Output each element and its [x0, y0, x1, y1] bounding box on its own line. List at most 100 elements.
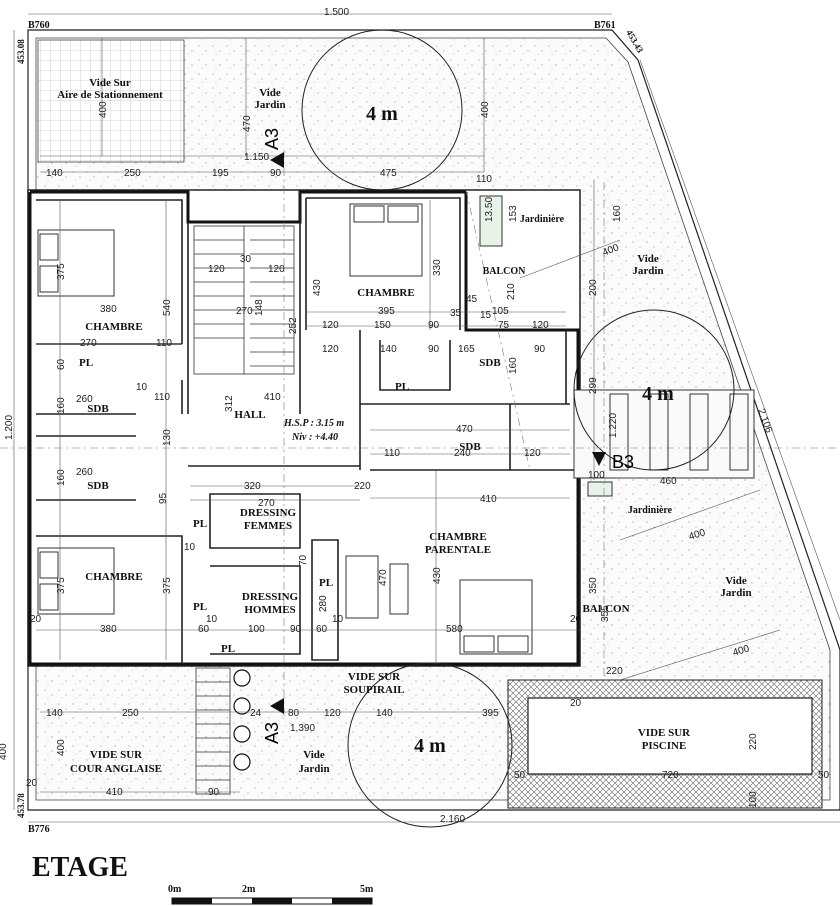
scale-5: 5m: [360, 884, 374, 895]
parking-area: [37, 39, 185, 163]
exterior-stair: [195, 667, 231, 795]
dim-60-b: 60: [316, 624, 328, 635]
dim-90-c: 90: [290, 624, 302, 635]
dim-270-c: 270: [258, 498, 275, 509]
room-sdb-4: SDB: [459, 441, 481, 453]
dim-430-a: 430: [312, 279, 323, 296]
dim-312: 312: [224, 395, 235, 412]
dim-140-b: 140: [46, 708, 63, 719]
room-balcon-1: BALCON: [483, 266, 527, 277]
dim-470-c: 470: [378, 569, 389, 586]
dim-bottom-total: 2.160: [440, 814, 465, 825]
room-vide-jardin-top-2: Jardin: [254, 99, 285, 111]
dim-375-b: 375: [56, 577, 67, 594]
dim-580: 580: [446, 624, 463, 635]
dim-lower-span: 1.390: [290, 723, 315, 734]
dim-410-b: 410: [480, 494, 497, 505]
room-dressing-hommes-2: HOMMES: [244, 604, 295, 616]
dimension-labels: 1.500 2.160 2.106 1.200 1.150 1.390 140 …: [0, 7, 830, 825]
room-vide-soupirail-2: SOUPIRAIL: [343, 684, 404, 696]
dim-70: 70: [298, 554, 309, 566]
dim-30: 30: [240, 254, 252, 265]
section-a3-top: A3: [262, 128, 282, 150]
dim-400-diag-b: 400: [688, 527, 708, 543]
room-pl-2: PL: [395, 381, 409, 393]
room-sdb-1: SDB: [87, 403, 109, 415]
room-pl-4: PL: [193, 601, 207, 613]
level-left-top: 453.08: [16, 39, 26, 64]
dim-240: 240: [454, 448, 471, 459]
room-jardiniere-2: Jardinière: [628, 505, 673, 516]
dim-60-c: 60: [56, 358, 67, 370]
room-pl-6: PL: [319, 577, 333, 589]
dim-1350: 13.50: [484, 197, 495, 222]
dim-100-b: 100: [588, 470, 605, 481]
dim-400-top: 400: [480, 101, 491, 118]
dim-720: 720: [662, 770, 679, 781]
dim-540: 540: [162, 299, 173, 316]
scale-0: 0m: [168, 884, 182, 895]
room-vide-jardin-right-2: Jardin: [632, 265, 663, 277]
dim-24: 24: [250, 708, 262, 719]
level-left-bottom: 453.78: [16, 793, 26, 818]
dim-50-a: 50: [514, 770, 526, 781]
dim-148: 148: [254, 299, 265, 316]
dim-160-a: 160: [56, 397, 67, 414]
room-chambre-3: CHAMBRE: [357, 287, 414, 299]
marker-b761: B761: [594, 20, 616, 31]
room-vide-stationnement-1: Vide Sur: [89, 77, 131, 89]
pool: [527, 697, 813, 775]
level-right-top: 453.43: [624, 28, 645, 55]
room-chambre-parentale-2: PARENTALE: [425, 544, 491, 556]
room-vide-piscine-2: PISCINE: [642, 740, 687, 752]
dim-110-a: 110: [156, 338, 172, 349]
room-vide-jardin-bottom-1: Vide: [303, 749, 325, 761]
dim-upper-span: 1.150: [244, 152, 269, 163]
dim-100-a: 100: [248, 624, 265, 635]
dim-210: 210: [506, 283, 517, 300]
marker-b760: B760: [28, 20, 50, 31]
dim-120-b: 120: [268, 264, 285, 275]
room-niv: Niv : +4.40: [291, 432, 338, 443]
dim-35: 35: [450, 308, 462, 319]
circle-label-top: 4 m: [366, 103, 398, 125]
room-vide-soupirail-1: VIDE SUR: [348, 671, 401, 683]
room-vide-cour-2: COUR ANGLAISE: [70, 763, 162, 775]
room-dressing-femmes-2: FEMMES: [244, 520, 292, 532]
dim-105: 105: [492, 306, 509, 317]
dim-50-b: 50: [818, 770, 830, 781]
radius-circles: [301, 29, 735, 828]
room-vide-cour-1: VIDE SUR: [90, 749, 143, 761]
section-arrow-a3-bottom: [270, 698, 284, 714]
dim-330: 330: [432, 259, 443, 276]
dim-10-a: 10: [136, 382, 148, 393]
dim-395-a: 395: [378, 306, 395, 317]
plants: [233, 669, 251, 771]
dim-left-total: 1.200: [4, 415, 15, 440]
dim-252: 252: [288, 317, 299, 334]
dim-140-c: 140: [376, 708, 393, 719]
room-balcon-2: BALCON: [582, 603, 629, 615]
room-chambre-parentale-1: CHAMBRE: [429, 531, 486, 543]
dim-130: 130: [162, 429, 173, 446]
dim-top-total: 1.500: [324, 7, 349, 18]
dim-165: 165: [458, 344, 475, 355]
dim-90-e: 90: [428, 344, 440, 355]
dim-400-left: 400: [98, 101, 109, 118]
dim-410-a: 410: [264, 392, 281, 403]
dim-260-a: 260: [76, 394, 93, 405]
dim-120-g: 120: [324, 708, 341, 719]
dim-95: 95: [158, 492, 169, 504]
dim-120-d: 120: [322, 344, 339, 355]
dim-160-b: 160: [56, 469, 67, 486]
dim-diag: 2.106: [755, 407, 774, 435]
dim-380-b: 380: [100, 624, 117, 635]
dim-75: 75: [498, 320, 510, 331]
scale-2: 2m: [242, 884, 256, 895]
site-boundary: [27, 29, 840, 811]
dim-160-c: 160: [612, 205, 623, 222]
dim-90-top: 90: [270, 168, 282, 179]
dim-270-b: 270: [236, 306, 253, 317]
dim-60-a: 60: [198, 624, 210, 635]
